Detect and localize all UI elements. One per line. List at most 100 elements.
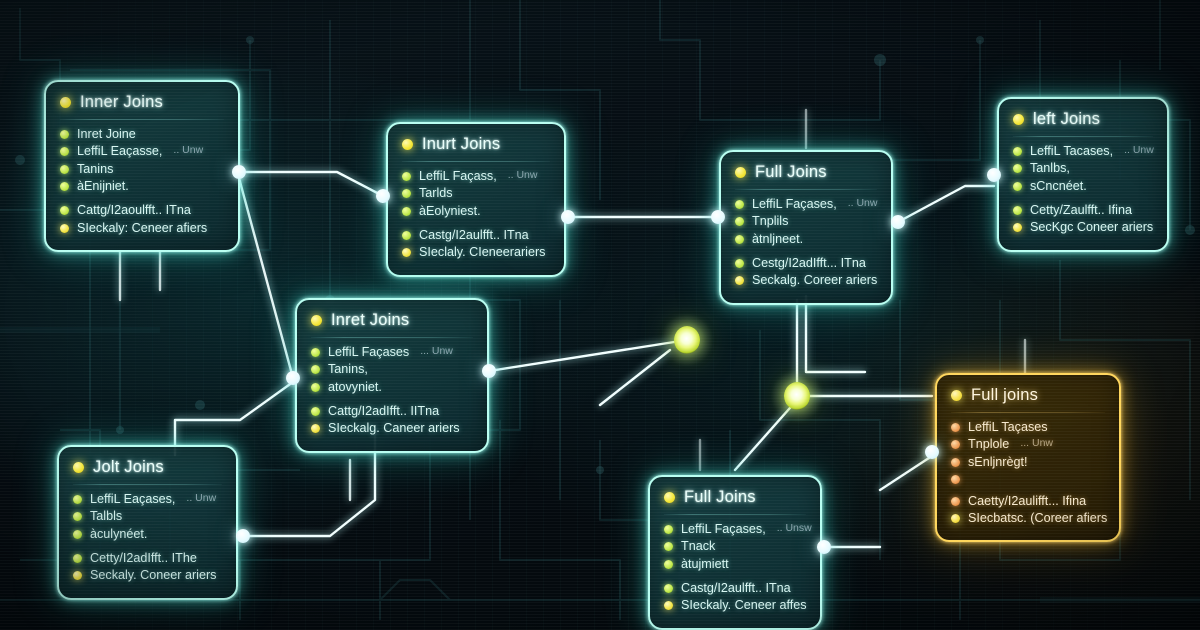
list-item-text: Tanlbs, [1030, 161, 1070, 176]
list-item[interactable]: Tnplils [735, 214, 877, 229]
list-item[interactable]: Tnplole... Unw [951, 437, 1105, 452]
card-left-joins-top-right[interactable]: left Joins LeffiL Tacases,.. Unw Tanlbs,… [997, 97, 1169, 252]
bullet-icon [735, 200, 744, 209]
list-item[interactable]: àEnijniet. [60, 179, 224, 194]
list-item-text: LeffiL Façases, [681, 522, 766, 536]
list-item[interactable]: SecKgc Coneer ariers [1013, 220, 1153, 235]
list-item[interactable]: Tanins [60, 162, 224, 177]
port-left-joins-left[interactable] [987, 168, 1001, 182]
list-item[interactable]: Tarlds [402, 186, 550, 201]
bullet-icon [73, 512, 82, 522]
list-item-text: LeffiL Façass, [419, 169, 497, 183]
port-inner-right[interactable] [232, 165, 246, 179]
list-item[interactable]: LeffiL Eaçases,.. Unw [73, 492, 222, 507]
card-title: Full Joins [755, 163, 827, 181]
card-title-row: Inret Joins [311, 311, 473, 337]
title-divider [735, 189, 877, 190]
list-item[interactable]: sEnljnrègt! [951, 455, 1105, 470]
bullet-icon [73, 462, 84, 473]
group-spacer [951, 487, 1105, 494]
bullet-icon [951, 440, 960, 450]
card-inner-joins-top-left[interactable]: Inner Joins Inret Joine LeffiL Eaçasse,.… [44, 80, 240, 253]
port-inret-left[interactable] [286, 371, 300, 385]
list-item[interactable]: àculynéet. [73, 527, 222, 542]
port-inret-right[interactable] [482, 364, 496, 378]
list-item[interactable]: LeffiL Façases,.. Unw [735, 197, 877, 212]
hub-node-left[interactable] [660, 313, 714, 367]
card-full-joins-right-amber[interactable]: Full joins LeffiL Taçases Tnplole... Unw… [935, 373, 1121, 543]
card-inurt-joins-top-mid[interactable]: Inurt Joins LeffiL Façass,.. Unw Tarlds … [386, 122, 566, 277]
port-fullbottom-right[interactable] [817, 540, 831, 554]
list-item[interactable]: SIeckalg. Caneer ariers [311, 421, 473, 436]
list-item[interactable]: SIecbatsc. (Coreer afiers [951, 511, 1107, 526]
list-item-text: Tanins, [328, 362, 368, 377]
list-item-text: Cattg/I2adIfft.. IITna [328, 404, 440, 419]
port-fulljoins-left[interactable] [711, 210, 725, 224]
list-item-tail: .. Unw [173, 144, 204, 157]
list-item[interactable] [951, 472, 1105, 485]
card-jolt-joins-bottom-left[interactable]: Jolt Joins LeffiL Eaçases,.. Unw Talbls … [57, 445, 238, 600]
list-item[interactable]: LeffiL Tacases,.. Unw [1013, 144, 1154, 159]
card-full-joins-top-right-mid[interactable]: Full Joins LeffiL Façases,.. Unw Tnplils… [719, 150, 893, 305]
bullet-icon [60, 182, 69, 192]
list-item[interactable]: Cetty/I2adIfft.. IThe [73, 551, 222, 566]
port-amber-left[interactable] [925, 445, 939, 459]
list-item[interactable]: Cestg/I2adIfft... ITna [735, 256, 877, 271]
bullet-icon [60, 97, 71, 108]
hub-glow-icon [674, 326, 700, 354]
list-item[interactable]: Cetty/Zaulfft.. Ifina [1013, 203, 1153, 218]
bullet-icon [73, 554, 82, 564]
list-item[interactable]: SIeclaly. CIeneerariers [402, 245, 550, 260]
list-item[interactable]: àtujmiett [664, 557, 806, 572]
list-item[interactable]: Cattg/I2adIfft.. IITna [311, 404, 473, 419]
card-full-joins-bottom-mid[interactable]: Full Joins LeffiL Façases,.. Unsw Tnack … [648, 475, 822, 630]
card-title-row: Inurt Joins [402, 135, 550, 161]
port-fulljoins-right[interactable] [891, 215, 905, 229]
bullet-icon [951, 457, 960, 467]
title-divider [311, 337, 473, 338]
card-title: Jolt Joins [93, 458, 164, 476]
port-jolt-right[interactable] [236, 529, 250, 543]
list-item[interactable]: SIeckaly: Ceneer afiers [60, 221, 224, 236]
list-item[interactable]: Talbls [73, 509, 222, 524]
list-item[interactable]: Seckaly. Coneer ariers [73, 568, 222, 583]
list-item[interactable]: Tanins, [311, 362, 473, 377]
list-item[interactable]: Cattg/I2aoulfft.. ITna [60, 203, 224, 218]
port-inurt-right[interactable] [561, 210, 575, 224]
list-item[interactable]: Castg/I2aulfft.. ITna [402, 228, 550, 243]
list-item[interactable]: atovyniet. [311, 380, 473, 395]
title-divider [60, 119, 224, 120]
hub-node-right[interactable] [770, 369, 824, 423]
list-item[interactable]: sCncnéet. [1013, 179, 1153, 194]
card-item-list: LeffiL Façases... Unw Tanins, atovyniet.… [311, 345, 473, 436]
bullet-icon [73, 495, 82, 504]
card-inret-joins-center[interactable]: Inret Joins LeffiL Façases... Unw Tanins… [295, 298, 489, 453]
list-item[interactable]: Castg/I2aulfft.. ITna [664, 581, 806, 596]
list-item[interactable]: LeffiL Façases,.. Unsw [664, 522, 812, 537]
bullet-icon [402, 139, 413, 150]
list-item[interactable]: Caetty/I2aulifft... Ifina [951, 494, 1105, 509]
list-item[interactable]: àtnljneet. [735, 232, 877, 247]
port-inurt-left[interactable] [376, 189, 390, 203]
card-title-row: Full Joins [664, 488, 806, 514]
list-item-text: sCncnéet. [1030, 178, 1087, 193]
title-divider [951, 412, 1105, 413]
list-item-text: Seckaly. Coneer ariers [90, 568, 217, 583]
list-item[interactable]: LeffiL Façases... Unw [311, 345, 473, 360]
list-item[interactable]: LeffiL Taçases [951, 420, 1105, 435]
bullet-icon [60, 147, 69, 157]
list-item[interactable]: Tnack [664, 539, 806, 554]
list-item[interactable]: àEolyniest. [402, 204, 550, 219]
list-item[interactable]: LeffiL Eaçasse,.. Unw [60, 144, 224, 159]
list-item[interactable]: SIeckaly. Ceneer affes [664, 598, 807, 613]
list-item[interactable]: LeffiL Façass,.. Unw [402, 169, 550, 184]
bullet-icon [664, 601, 673, 611]
bullet-icon [1013, 206, 1022, 216]
card-title: Full joins [971, 386, 1039, 404]
list-item[interactable]: Tanlbs, [1013, 161, 1153, 176]
bullet-icon [1013, 223, 1022, 233]
list-item[interactable]: Seckalg. Coreer ariers [735, 273, 877, 288]
list-item[interactable]: Inret Joine [60, 127, 224, 142]
title-divider [664, 514, 806, 515]
bullet-icon [664, 492, 675, 503]
